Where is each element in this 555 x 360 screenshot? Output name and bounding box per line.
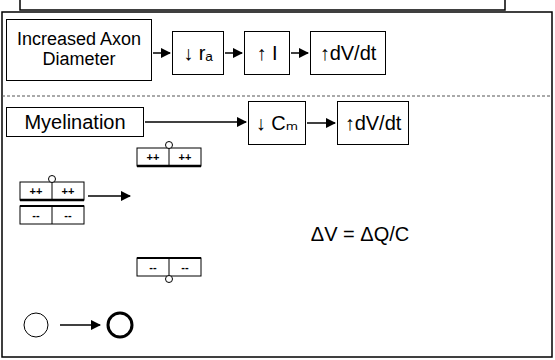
box-text: ↓ Cₘ [256,112,298,134]
thick-membrane-circle [108,313,132,337]
box-text: ↑dV/dt [320,42,377,64]
process-box: Myelination [6,107,144,137]
box-text: Myelination [24,111,125,133]
box-text: ↑dV/dt [345,112,402,134]
flow-arrow [145,121,246,123]
slide-frame [2,12,552,357]
equation-label: ΔV = ΔQ/C [311,224,409,244]
process-box: ↑dV/dt [337,101,409,145]
flow-arrow [153,52,170,54]
capacitor-far [137,142,201,283]
charge-label: ++ [179,152,192,163]
box-text: Increased Axon Diameter [12,30,146,70]
thin-membrane-circle [24,313,48,337]
title-bar [20,0,505,10]
separator-line [2,96,552,97]
charge-label: ++ [30,186,43,197]
box-text: ↑ I [256,42,277,64]
process-box: ↑ I [244,31,290,75]
capacitor-close [20,176,84,225]
charge-label: -- [149,262,156,273]
charge-label: -- [181,262,188,273]
flow-arrow [291,52,308,54]
change-arrow [60,324,100,326]
charge-label: ++ [62,186,75,197]
charge-label: -- [64,210,71,221]
charge-label: ++ [147,152,160,163]
charge-label: -- [32,210,39,221]
flow-arrow [307,122,335,124]
change-arrow [88,195,130,197]
process-box: ↑dV/dt [310,31,386,75]
process-box: ↓ Cₘ [248,101,306,145]
process-box: ↓ rₐ [172,31,224,75]
process-box: Increased Axon Diameter [6,19,152,81]
flow-arrow [225,52,242,54]
box-text: ↓ rₐ [183,42,213,64]
